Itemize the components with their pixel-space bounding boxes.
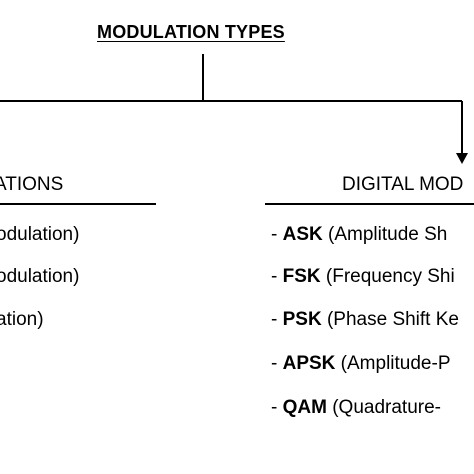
item-desc: (Amplitude Sh [322,224,448,245]
item-abbr: PSK [282,309,322,330]
item-abbr: FSK [282,266,321,287]
item-prefix: - [271,353,283,374]
right-list-item-fsk: - FSK (Frequency Shi [271,266,455,288]
item-desc: (Quadrature- [326,397,441,418]
item-abbr: ASK [282,224,323,245]
item-desc: (Frequency Shi [320,266,455,287]
item-prefix: - [271,397,283,418]
right-arrow-head [456,153,468,164]
right-list-item-ask: - ASK (Amplitude Sh [271,224,447,246]
left-list-item: odulation) [0,224,80,245]
item-prefix: - [271,266,283,287]
item-prefix: - [271,224,283,245]
left-list-item: odulation) [0,266,80,287]
item-prefix: - [271,309,283,330]
right-list-item-qam: - QAM (Quadrature- [271,397,441,419]
item-desc: (Amplitude-P [335,353,451,374]
diagram-title: MODULATION TYPES [97,22,285,42]
item-desc: (Phase Shift Ke [321,309,459,330]
left-list-item: ation) [0,309,44,330]
item-abbr: QAM [282,397,327,418]
right-list-item-psk: - PSK (Phase Shift Ke [271,309,459,331]
right-list-item-apsk: - APSK (Amplitude-P [271,353,451,375]
item-abbr: APSK [282,353,336,374]
right-branch-heading: DIGITAL MOD [342,174,464,195]
left-branch-heading: ATIONS [0,174,64,195]
